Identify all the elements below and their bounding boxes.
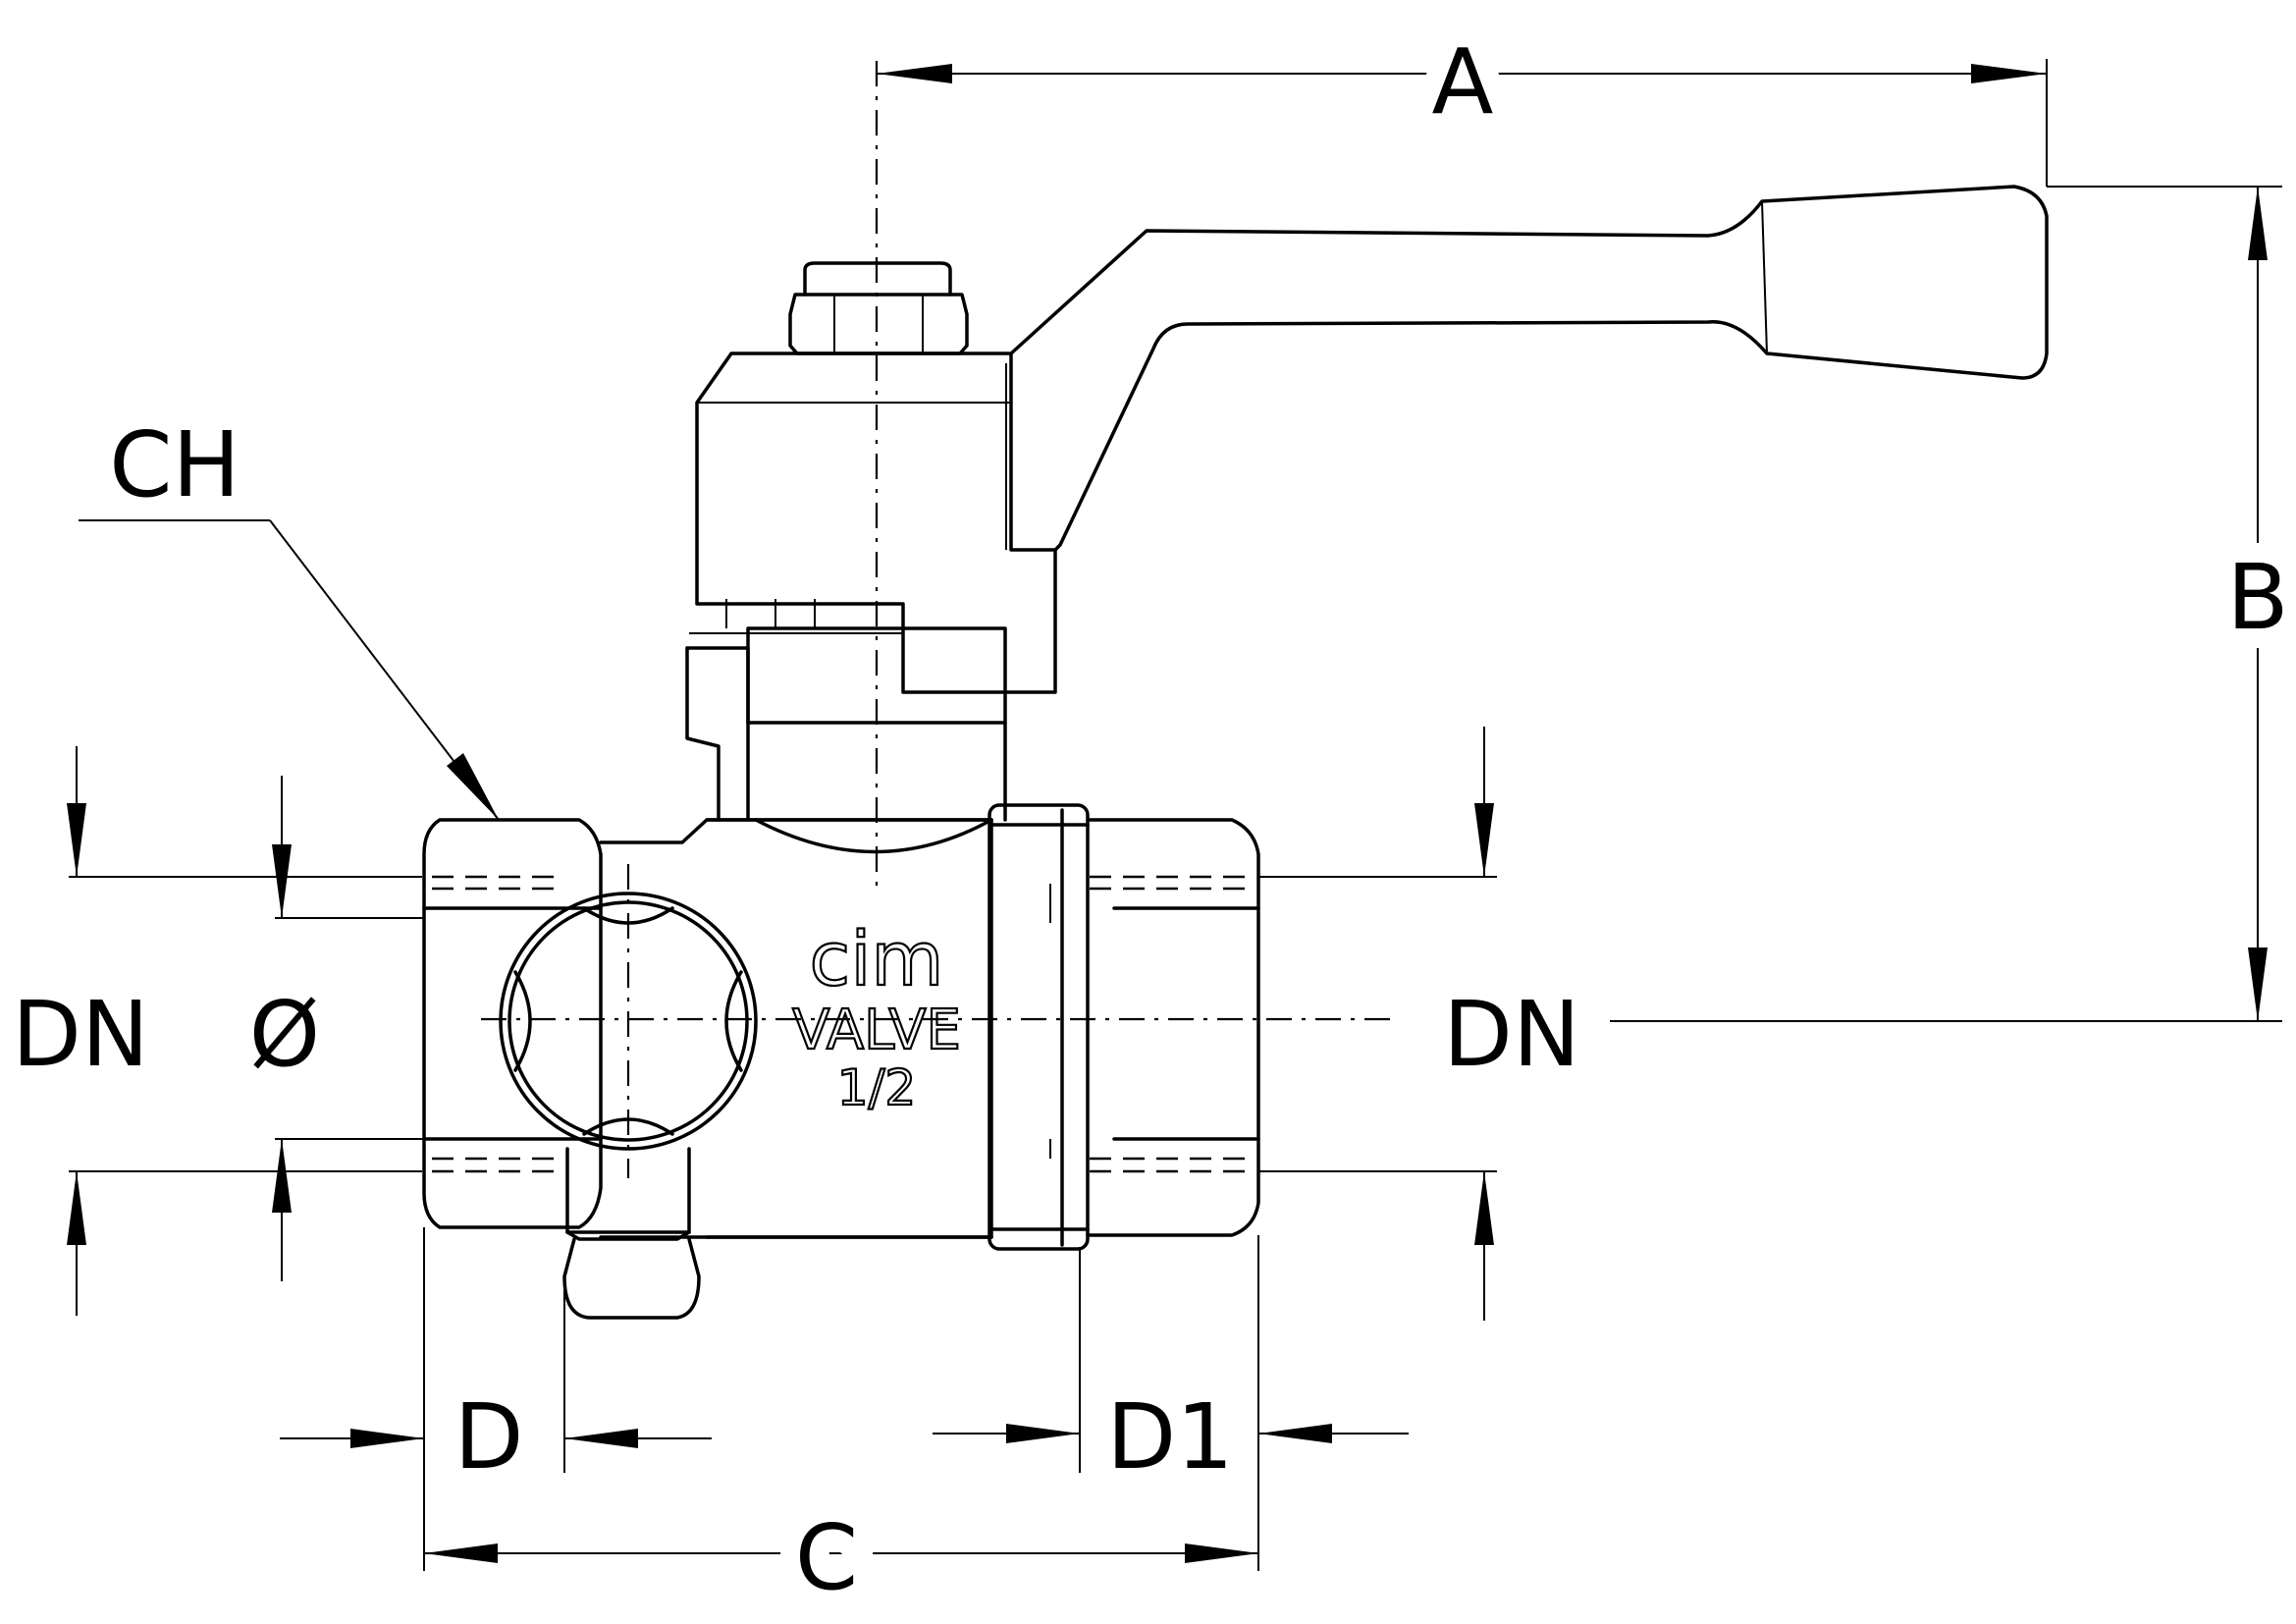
- valve-body: [422, 803, 1260, 1251]
- brand-mark: cim: [810, 915, 944, 1002]
- dim-label-c: C: [795, 1505, 858, 1610]
- dimension-c: [424, 1543, 1258, 1563]
- drain-tap-knob: [499, 892, 758, 1320]
- dimension-d: [280, 1227, 712, 1571]
- dimension-diameter: [272, 776, 424, 1281]
- dimension-b: [1610, 186, 2282, 1022]
- dimension-d1: [933, 1235, 1409, 1571]
- dim-label-a: A: [1432, 29, 1494, 135]
- dim-label-ch: CH: [109, 412, 240, 517]
- lever-handle: [695, 185, 2049, 694]
- dimension-dn-left: [67, 746, 422, 1316]
- size-mark: 1/2: [837, 1059, 916, 1116]
- model-mark: VALVE: [792, 999, 961, 1062]
- dim-label-dn-right: DN: [1443, 982, 1580, 1087]
- dim-label-b: B: [2226, 545, 2288, 650]
- stem-bonnet: [685, 599, 1007, 822]
- dimension-dn-right: [1258, 727, 1497, 1321]
- dimension-a: [877, 59, 2048, 187]
- body-marking: cim VALVE 1/2: [791, 914, 962, 1117]
- dim-label-d: D: [454, 1384, 524, 1489]
- dim-label-diameter: Ø: [249, 982, 320, 1087]
- dim-label-d1: D1: [1106, 1384, 1233, 1489]
- ch-leader: [79, 519, 500, 821]
- dim-label-dn-left: DN: [12, 982, 149, 1087]
- center-lines: [481, 61, 1394, 1178]
